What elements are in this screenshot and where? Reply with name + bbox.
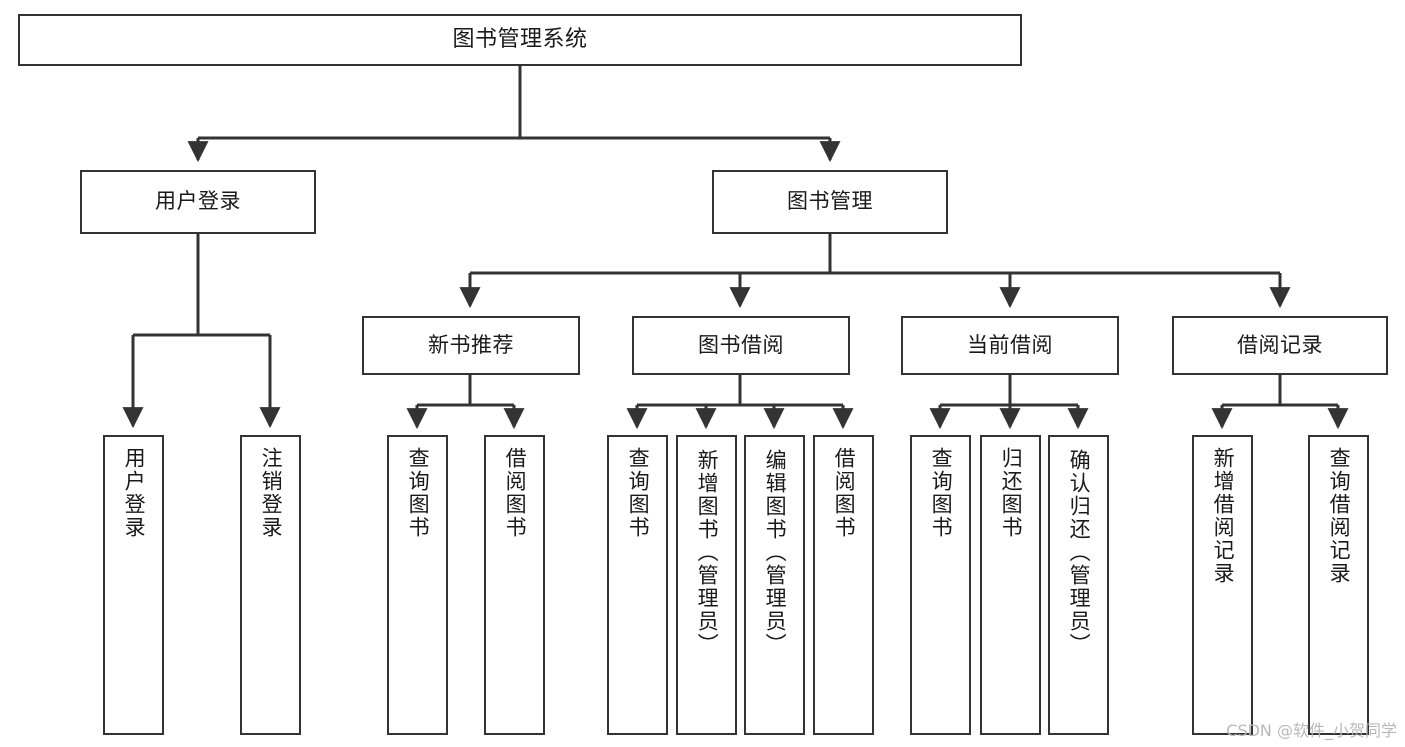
node-label: 借阅记录 <box>1237 332 1323 357</box>
node-borrow-record[interactable]: 借阅记录 <box>1172 316 1388 375</box>
leaf-book-borrow-query-book[interactable]: 查询图书 <box>607 435 668 735</box>
node-root-book-management-system[interactable]: 图书管理系统 <box>18 14 1022 66</box>
node-user-login[interactable]: 用户登录 <box>80 170 316 234</box>
leaf-borrow-record-query-record[interactable]: 查询借阅记录 <box>1308 435 1369 735</box>
node-label: 新书推荐 <box>428 332 514 357</box>
leaf-label: 查询图书 <box>406 447 431 539</box>
leaf-book-borrow-add-book[interactable]: 新增图书（管理员） <box>676 435 737 735</box>
node-label: 用户登录 <box>155 189 241 214</box>
leaf-label: 用户登录 <box>122 447 147 539</box>
leaf-new-book-borrow-book[interactable]: 借阅图书 <box>484 435 545 735</box>
leaf-label: 查询图书 <box>929 447 954 539</box>
leaf-new-book-query-book[interactable]: 查询图书 <box>387 435 448 735</box>
leaf-user-login-logout[interactable]: 注销登录 <box>240 435 301 735</box>
node-label: 图书借阅 <box>698 332 784 357</box>
leaf-label: 确认归还（管理员） <box>1067 449 1092 656</box>
leaf-label: 归还图书 <box>999 447 1024 539</box>
leaf-label: 借阅图书 <box>832 447 857 539</box>
leaf-book-borrow-edit-book[interactable]: 编辑图书（管理员） <box>744 435 805 735</box>
node-new-book-recommend[interactable]: 新书推荐 <box>362 316 580 375</box>
leaf-current-borrow-query-book[interactable]: 查询图书 <box>910 435 971 735</box>
node-label: 当前借阅 <box>967 332 1053 357</box>
node-label: 图书管理系统 <box>452 26 588 52</box>
leaf-user-login-login[interactable]: 用户登录 <box>103 435 164 735</box>
leaf-current-borrow-return-book[interactable]: 归还图书 <box>980 435 1041 735</box>
node-book-borrow[interactable]: 图书借阅 <box>632 316 850 375</box>
node-current-borrow[interactable]: 当前借阅 <box>901 316 1119 375</box>
node-label: 图书管理 <box>787 189 873 214</box>
leaf-label: 借阅图书 <box>503 447 528 539</box>
leaf-label: 编辑图书（管理员） <box>763 449 788 656</box>
leaf-book-borrow-borrow-book[interactable]: 借阅图书 <box>813 435 874 735</box>
leaf-label: 新增借阅记录 <box>1211 447 1236 585</box>
leaf-label: 注销登录 <box>259 447 284 539</box>
leaf-current-borrow-confirm-return[interactable]: 确认归还（管理员） <box>1048 435 1109 735</box>
node-book-management[interactable]: 图书管理 <box>712 170 948 234</box>
leaf-label: 查询借阅记录 <box>1327 447 1352 585</box>
leaf-label: 新增图书（管理员） <box>695 449 720 656</box>
leaf-label: 查询图书 <box>626 447 651 539</box>
leaf-borrow-record-add-record[interactable]: 新增借阅记录 <box>1192 435 1253 735</box>
csdn-watermark: CSDN @软件_小贺同学 <box>1226 721 1397 740</box>
